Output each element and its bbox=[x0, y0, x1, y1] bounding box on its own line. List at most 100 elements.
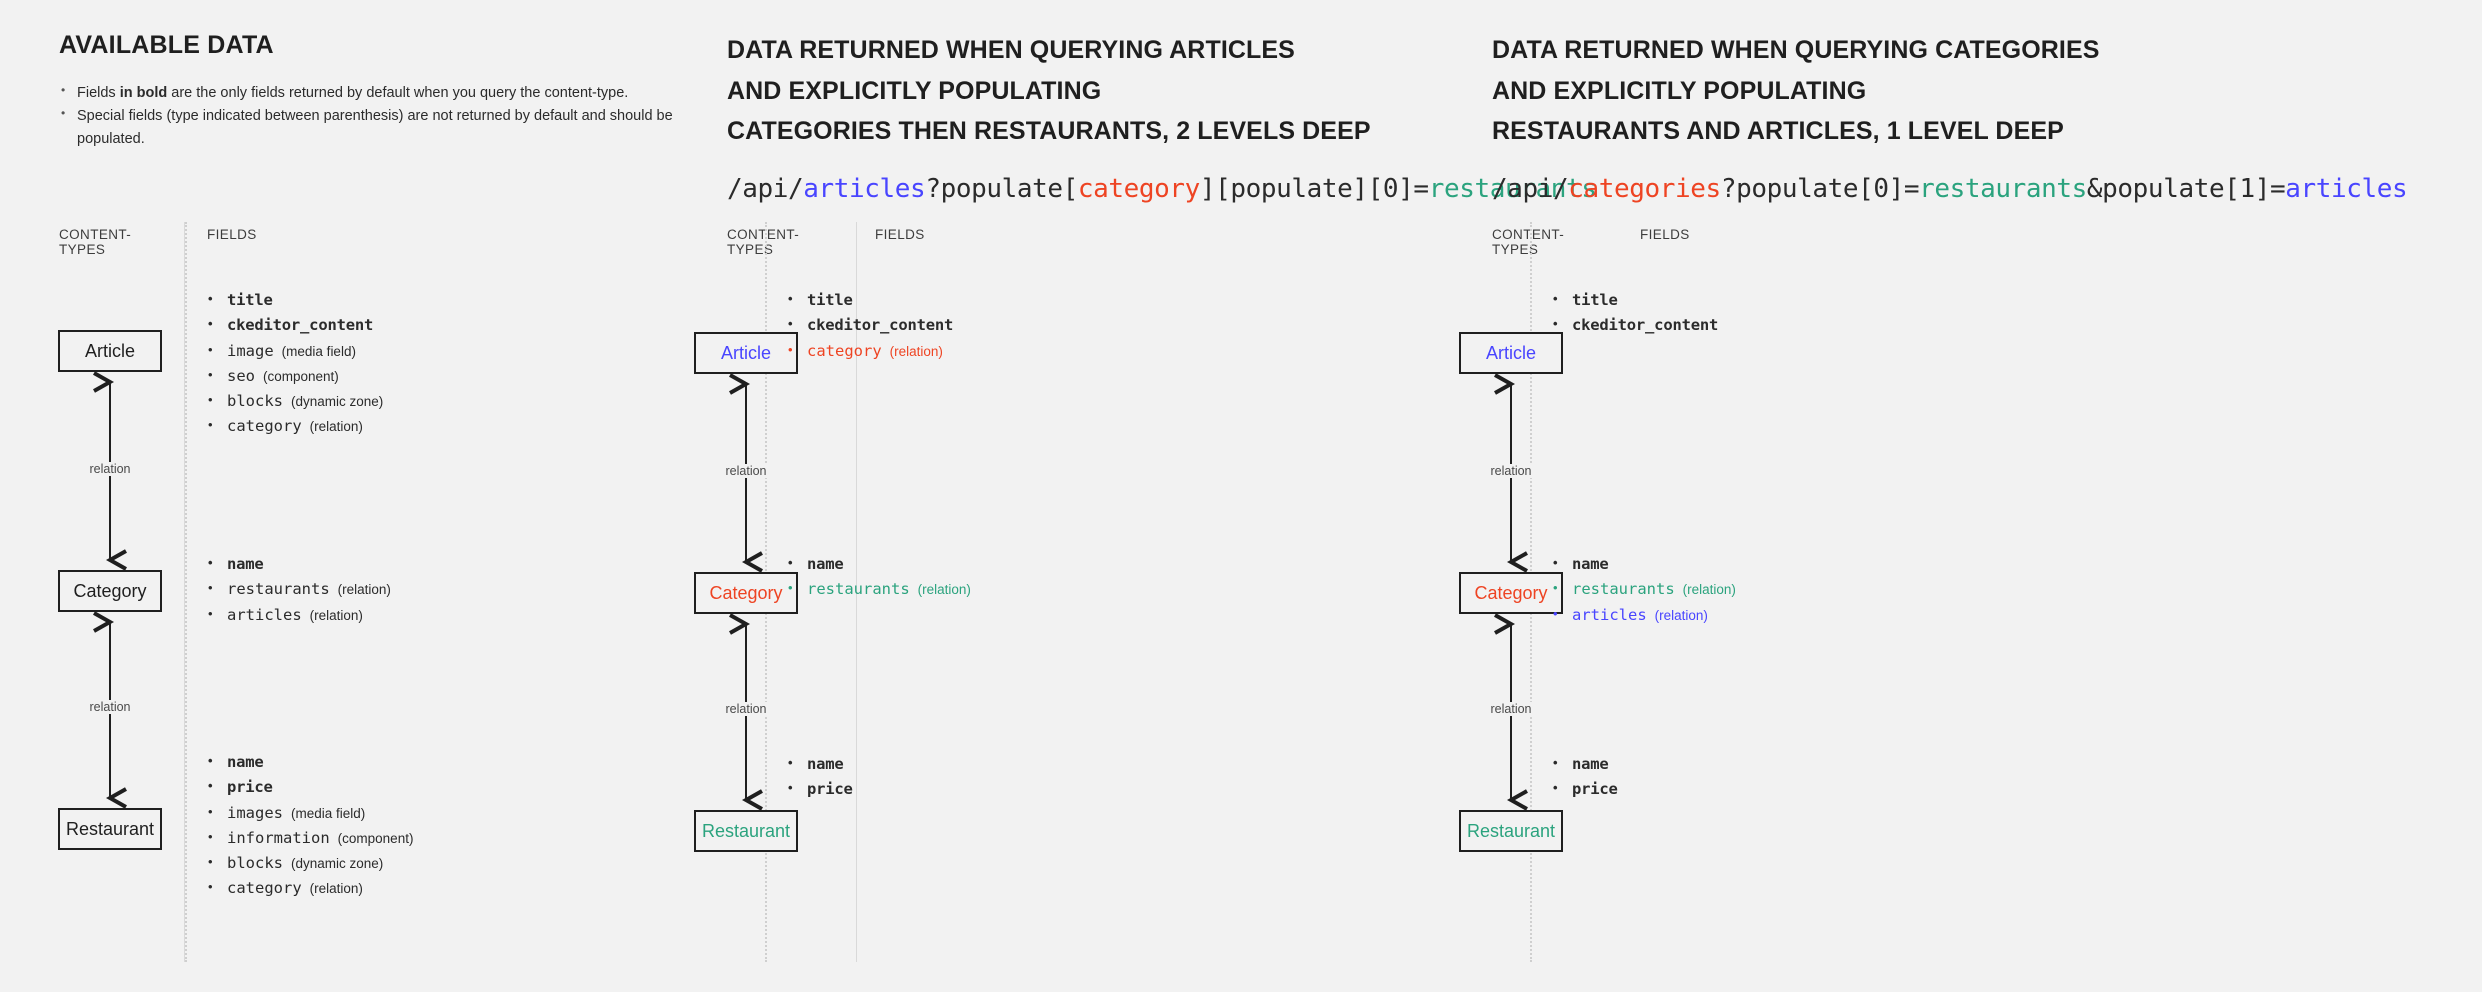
note-pre: Fields bbox=[77, 85, 120, 101]
field-row: name bbox=[787, 552, 971, 577]
field-row: images(media field) bbox=[207, 801, 413, 826]
field-type: (media field) bbox=[291, 805, 366, 821]
title-line: DATA RETURNED WHEN QUERYING CATEGORIES bbox=[1492, 30, 2482, 71]
title-text: DATA RETURNED WHEN QUERYING bbox=[1492, 36, 1936, 64]
field-name: price bbox=[227, 778, 273, 797]
fields-list-restaurant: name price images(media field) informati… bbox=[207, 750, 413, 902]
url-part-articles: articles bbox=[2285, 173, 2408, 204]
field-row: information (component) bbox=[207, 826, 413, 851]
url-part: ?populate[0]= bbox=[1720, 173, 1920, 204]
entity-label: Category bbox=[73, 581, 147, 601]
relation-label: relation bbox=[84, 462, 136, 476]
url-part-restaurants: restaurants bbox=[1428, 173, 1597, 204]
col-header-content-types: CONTENT-TYPES bbox=[1492, 227, 1565, 257]
col-header-fields: FIELDS bbox=[875, 227, 925, 242]
field-name: title bbox=[227, 291, 273, 309]
field-row: articles (relation) bbox=[207, 603, 391, 628]
field-type: (relation) bbox=[309, 607, 363, 623]
field-name: blocks bbox=[227, 392, 283, 410]
field-name: information bbox=[227, 828, 330, 847]
url-part-category: category bbox=[1077, 173, 1200, 204]
field-row: price bbox=[207, 775, 413, 800]
field-type: (media field) bbox=[281, 343, 356, 359]
field-type: (dynamic zone) bbox=[291, 394, 384, 409]
panel-1-dotted-divider bbox=[185, 222, 187, 962]
entity-box-category[interactable]: Category bbox=[694, 572, 798, 614]
field-name: price bbox=[1572, 780, 1618, 799]
entity-box-category[interactable]: Category bbox=[1459, 572, 1563, 614]
field-row: blocks (dynamic zone) bbox=[207, 389, 383, 414]
url-part-categories: categories bbox=[1568, 173, 1721, 204]
url-part: &populate[1]= bbox=[2086, 173, 2286, 204]
field-name: category bbox=[227, 879, 302, 898]
field-name: ckeditor_content bbox=[227, 316, 374, 335]
field-type: (component) bbox=[337, 830, 414, 846]
field-name: articles bbox=[227, 605, 302, 624]
field-type: (relation) bbox=[309, 419, 363, 435]
col-header-fields: FIELDS bbox=[207, 227, 257, 242]
panel-2-endpoint-url: /api/articles?populate[category][populat… bbox=[727, 173, 1597, 204]
panel-available-data: AVAILABLE DATA Fields in bold are the on… bbox=[0, 0, 727, 992]
field-type: (component) bbox=[263, 368, 339, 384]
field-type: (relation) bbox=[309, 881, 363, 897]
relation-label: relation bbox=[720, 464, 772, 478]
title-line: AND EXPLICITLY POPULATING bbox=[1492, 76, 1867, 105]
relation-label: relation bbox=[1485, 464, 1537, 478]
field-name: seo bbox=[227, 366, 255, 385]
entity-box-article[interactable]: Article bbox=[1459, 332, 1563, 374]
panel-3-endpoint-url: /api/categories?populate[0]=restaurants&… bbox=[1492, 174, 2482, 204]
note-pre: Special fields (type indicated between p… bbox=[77, 107, 673, 147]
field-name: restaurants bbox=[1572, 580, 1675, 599]
relation-label: relation bbox=[720, 702, 772, 716]
field-row: price bbox=[787, 777, 853, 802]
entity-box-category[interactable]: Category bbox=[58, 570, 162, 612]
panel-query-categories: DATA RETURNED WHEN QUERYING CATEGORIES A… bbox=[1459, 0, 2482, 992]
field-name: ckeditor_content bbox=[807, 316, 954, 335]
col-header-content-types: CONTENT-TYPES bbox=[727, 227, 800, 257]
field-row: name bbox=[1552, 752, 1618, 777]
fields-list-restaurant: name price bbox=[1552, 752, 1618, 803]
field-type: (relation) bbox=[1654, 607, 1708, 623]
entity-box-article[interactable]: Article bbox=[58, 330, 162, 372]
entity-label: Restaurant bbox=[1466, 821, 1556, 841]
field-name: category bbox=[807, 341, 882, 360]
field-name: blocks bbox=[227, 854, 283, 872]
field-row: seo (component) bbox=[207, 364, 383, 389]
col-header-fields: FIELDS bbox=[1640, 227, 1690, 242]
url-part-restaurants: restaurants bbox=[1919, 173, 2087, 204]
field-type: (relation) bbox=[337, 582, 391, 598]
fields-list-article: title ckeditor_content bbox=[1552, 288, 1718, 339]
fields-list-restaurant: name price bbox=[787, 752, 853, 803]
fields-list-category: name restaurants (relation) articles(rela… bbox=[1552, 552, 1736, 628]
field-row: ckeditor_content bbox=[207, 313, 383, 338]
field-name: title bbox=[1572, 291, 1618, 309]
url-part: ?populate[ bbox=[925, 173, 1078, 204]
field-row: name bbox=[1552, 552, 1736, 577]
entity-box-restaurant[interactable]: Restaurant bbox=[694, 810, 798, 852]
field-row: price bbox=[1552, 777, 1618, 802]
field-name: category bbox=[227, 417, 302, 436]
title-line: AND EXPLICITLY POPULATING bbox=[727, 76, 1102, 105]
panel-query-articles: DATA RETURNED WHEN QUERYING ARTICLES AND… bbox=[694, 0, 1597, 992]
note-item: Fields in bold are the only fields retur… bbox=[59, 81, 699, 105]
entity-label: Restaurant bbox=[701, 821, 791, 841]
field-row: title bbox=[1552, 288, 1718, 313]
field-row: title bbox=[207, 288, 383, 313]
note-bold: in bold bbox=[119, 85, 168, 101]
fields-list-article: title ckeditor_content category(relation… bbox=[787, 288, 953, 364]
field-name: name bbox=[227, 555, 264, 573]
field-row: name bbox=[207, 750, 413, 775]
panel-1-notes: Fields in bold are the only fields retur… bbox=[59, 81, 727, 151]
field-name: name bbox=[1572, 555, 1609, 573]
title-line: DATA RETURNED WHEN QUERYING ARTICLES bbox=[727, 30, 1492, 71]
title-accent: CATEGORIES bbox=[1935, 36, 2100, 64]
entity-box-restaurant[interactable]: Restaurant bbox=[58, 808, 162, 850]
entity-label: Article bbox=[84, 341, 135, 361]
field-row: articles(relation) bbox=[1552, 603, 1736, 628]
field-row: name bbox=[207, 552, 391, 577]
entity-box-restaurant[interactable]: Restaurant bbox=[1459, 810, 1563, 852]
field-row: name bbox=[787, 752, 853, 777]
entity-box-article[interactable]: Article bbox=[694, 332, 798, 374]
field-type: (relation) bbox=[889, 343, 943, 359]
